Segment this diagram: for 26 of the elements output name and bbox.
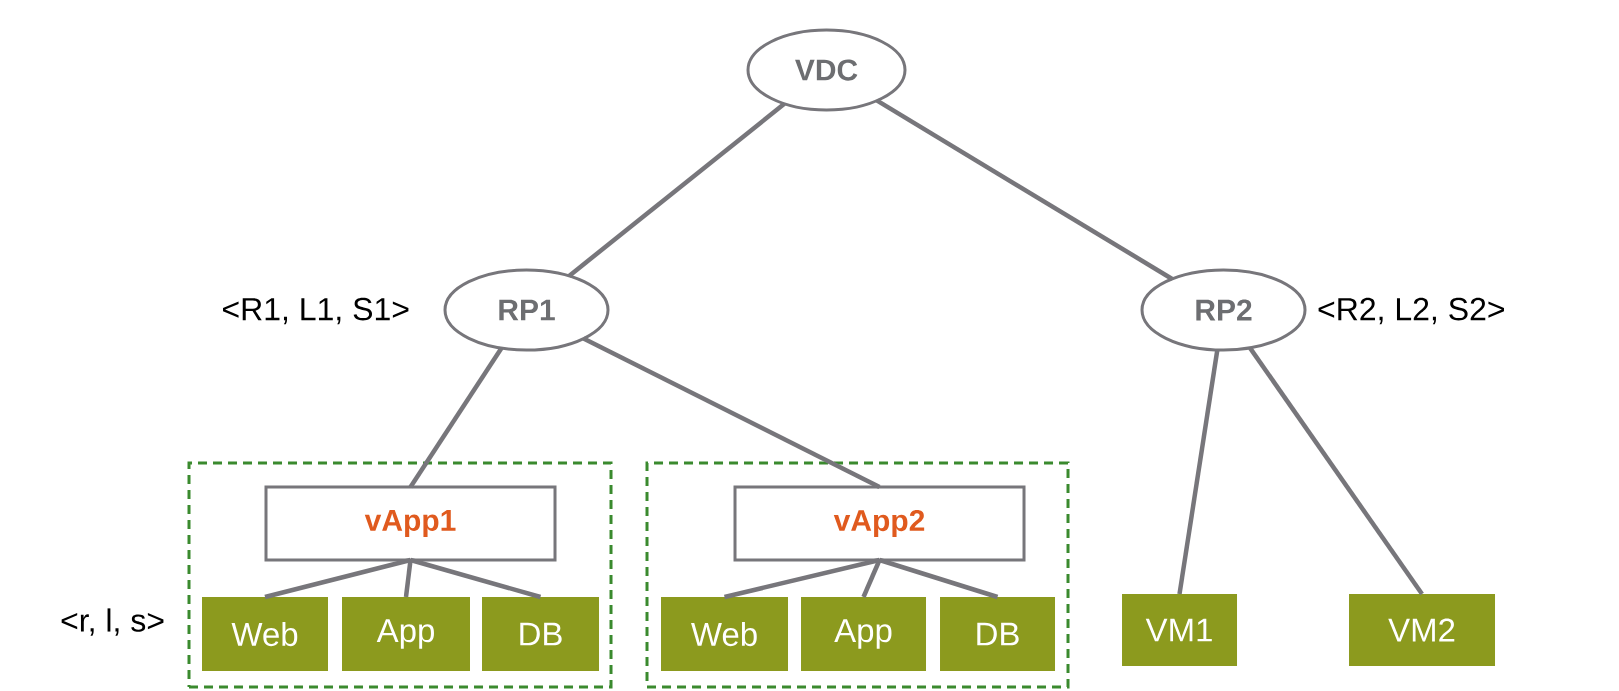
vm-box: App	[342, 597, 470, 671]
vm-box: VM1	[1122, 594, 1237, 666]
tuple-label: <R2, L2, S2>	[1318, 297, 1504, 325]
vm-box: App	[801, 597, 926, 671]
connector-line	[567, 102, 786, 278]
vm-box: Web	[661, 597, 788, 671]
connector-line	[403, 559, 413, 598]
vm-box: Web	[202, 597, 328, 671]
connector-line	[861, 559, 882, 598]
connector-line	[875, 98, 1174, 281]
app-box: vApp2	[733, 485, 1026, 562]
connector-line	[408, 346, 504, 489]
tuple-label: <r, l, s>	[61, 608, 164, 636]
dashed-group-box	[645, 461, 1070, 689]
connector-line	[878, 557, 999, 600]
dashed-group-box	[187, 461, 613, 689]
vm-box: DB	[940, 597, 1055, 671]
vm-box: DB	[482, 597, 599, 671]
app-box: vApp1	[264, 485, 557, 562]
vm-box: VM2	[1349, 594, 1495, 666]
tuple-label: <R1, L1, S1>	[223, 297, 409, 325]
connector-line	[1177, 349, 1220, 595]
connector-line	[264, 557, 412, 600]
connector-line	[409, 557, 542, 600]
connector-line	[1248, 346, 1424, 596]
connector-line	[724, 557, 881, 600]
